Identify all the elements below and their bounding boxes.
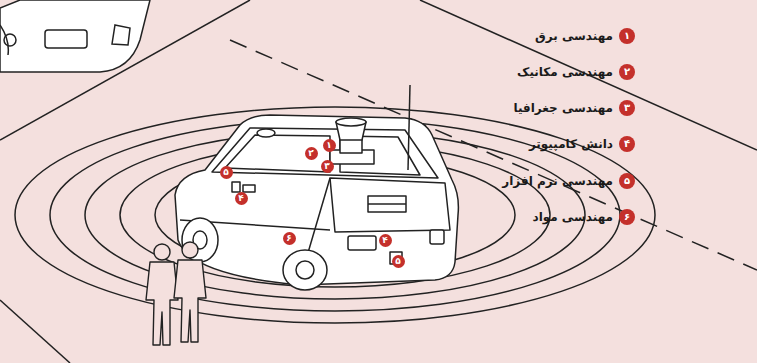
legend-number: ۲ <box>624 67 630 77</box>
legend-number: ۵ <box>624 176 630 186</box>
callout-number: ۵ <box>392 255 405 268</box>
legend-number: ۳ <box>624 103 630 113</box>
legend-label: مهندسی مواد <box>532 210 613 224</box>
legend-swatch: ۳ <box>619 100 635 116</box>
legend-swatch: ۱ <box>619 28 635 44</box>
callout-number: ۱ <box>323 139 336 152</box>
legend-label: دانش کامپیوتر <box>529 137 613 151</box>
legend-number: ۶ <box>624 212 630 222</box>
callout-number: ۴ <box>235 192 248 205</box>
legend-number: ۴ <box>624 139 630 149</box>
legend-label: مهندسی برق <box>535 29 613 43</box>
legend-swatch: ۶ <box>619 209 635 225</box>
legend-swatch: ۲ <box>619 64 635 80</box>
legend-number: ۱ <box>624 31 630 41</box>
callout-number: ۳ <box>321 160 334 173</box>
callout-number: ۴ <box>379 234 392 247</box>
callout-number: ۵ <box>220 166 233 179</box>
legend-swatch: ۵ <box>619 173 635 189</box>
legend-swatch: ۴ <box>619 136 635 152</box>
callout-number: ۶ <box>283 232 296 245</box>
legend-label: مهندسی نرم افزار <box>502 174 613 188</box>
legend-label: مهندسی جغرافیا <box>513 101 613 115</box>
callout-number: ۲ <box>305 147 318 160</box>
legend-label: مهندسی مکانیک <box>517 65 613 79</box>
